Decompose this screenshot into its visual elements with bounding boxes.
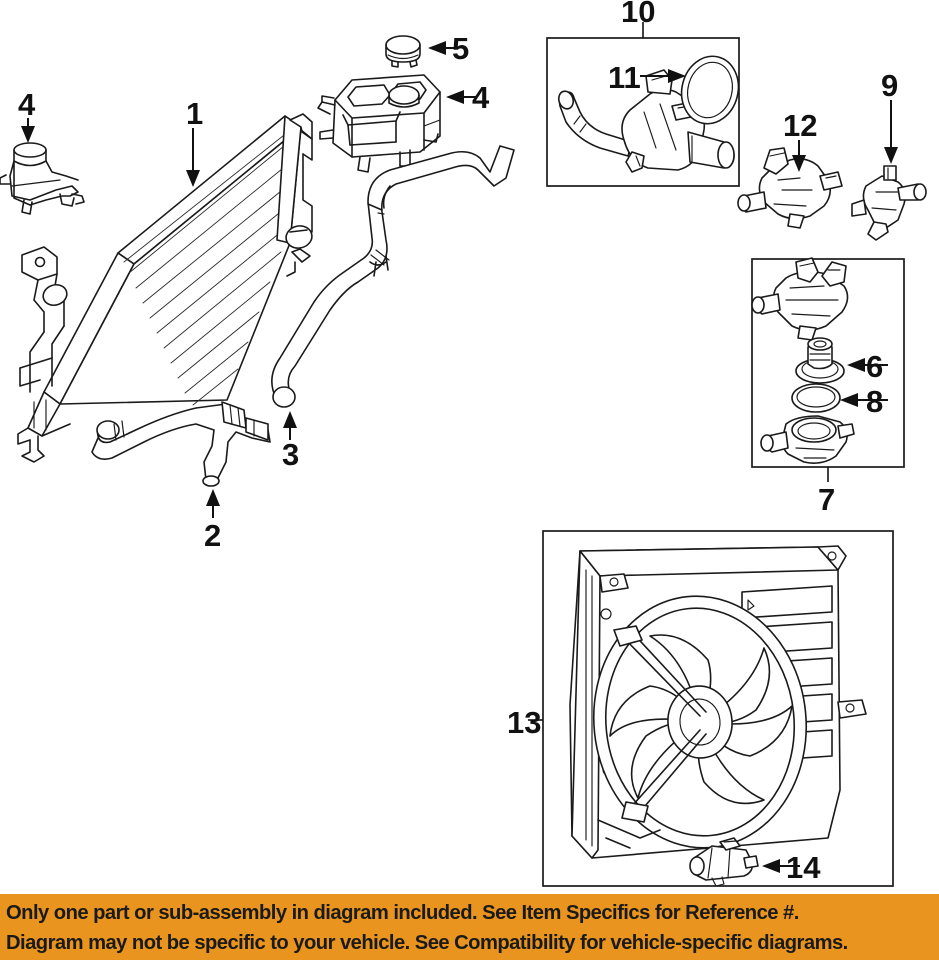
callout-1: 1 xyxy=(186,96,203,187)
disclaimer-line-1: Only one part or sub-assembly in diagram… xyxy=(6,901,799,924)
callout-11: 11 xyxy=(608,60,686,95)
thermostat-part xyxy=(795,337,845,384)
callout-5: 5 xyxy=(428,31,469,66)
cooling-system-diagram: 1 4 5 xyxy=(0,0,927,887)
callout-number-14: 14 xyxy=(786,850,821,885)
disclaimer-banner: Only one part or sub-assembly in diagram… xyxy=(0,894,939,960)
callout-number-9: 9 xyxy=(881,68,898,103)
callout-8: 8 xyxy=(840,384,888,419)
radiator-part xyxy=(17,113,313,463)
callout-14: 14 xyxy=(762,850,821,885)
callout-3: 3 xyxy=(282,411,299,472)
upper-radiator-hose-part xyxy=(271,145,515,408)
callout-number-5: 5 xyxy=(452,31,469,66)
callout-number-12: 12 xyxy=(783,108,817,143)
water-pump-housing-part xyxy=(557,55,740,173)
water-outlet-connector-part xyxy=(851,165,927,241)
reservoir-cap-part xyxy=(385,35,421,68)
callout-number-3: 3 xyxy=(282,437,299,472)
callout-number-7: 7 xyxy=(818,482,835,517)
thermostat-housing-lower-part xyxy=(760,415,855,464)
callout-9: 9 xyxy=(881,68,898,164)
water-pump-box: 10 xyxy=(546,0,740,187)
water-inlet-housing-part xyxy=(737,147,843,229)
callout-number-13: 13 xyxy=(507,705,541,740)
callout-number-10: 10 xyxy=(621,0,655,29)
callout-2: 2 xyxy=(204,489,221,553)
callout-number-4-auxiliary: 4 xyxy=(18,87,36,122)
fan-shroud-part xyxy=(569,545,867,859)
fan-motor-resistor-part xyxy=(689,837,759,887)
water-pump-o-ring-part xyxy=(680,55,740,125)
radiator-fins xyxy=(123,123,299,406)
callout-number-2: 2 xyxy=(204,518,221,553)
coolant-reservoir-auxiliary-part xyxy=(0,142,85,215)
callout-4-tank: 4 xyxy=(446,80,490,115)
callout-number-1: 1 xyxy=(186,96,203,131)
disclaimer-line-2: Diagram may not be specific to your vehi… xyxy=(6,931,848,954)
lower-radiator-hose-part xyxy=(91,401,271,487)
callout-6: 6 xyxy=(847,349,888,384)
callout-12: 12 xyxy=(783,108,817,172)
callout-number-6: 6 xyxy=(866,349,883,384)
callout-number-4-tank: 4 xyxy=(472,80,490,115)
coolant-reservoir-tank-part xyxy=(317,74,441,173)
callout-4-auxiliary: 4 xyxy=(18,87,36,143)
callout-number-11: 11 xyxy=(608,60,641,95)
thermostat-housing-upper-part xyxy=(751,257,849,341)
callout-number-8: 8 xyxy=(866,384,883,419)
thermostat-housing-box: 7 xyxy=(751,258,905,517)
thermostat-seal-part xyxy=(791,383,841,413)
